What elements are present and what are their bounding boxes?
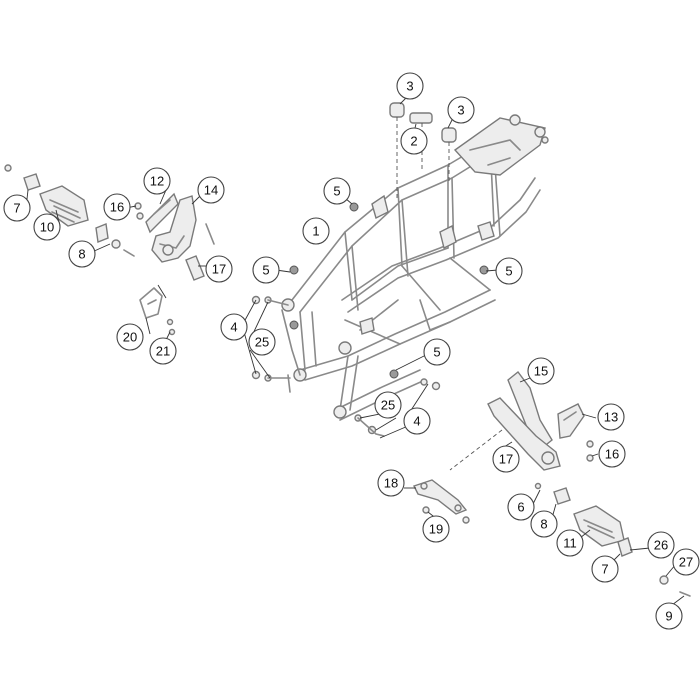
callout-25-left: 25: [248, 328, 276, 356]
callout-1: 1: [302, 217, 330, 245]
svg-text:19: 19: [429, 522, 443, 537]
svg-text:11: 11: [563, 536, 577, 551]
svg-text:15: 15: [534, 364, 548, 379]
callout-17-left: 17: [205, 255, 233, 283]
callout-26: 26: [647, 531, 675, 559]
callout-10: 10: [33, 213, 61, 241]
leader-lines: [25, 95, 685, 609]
svg-text:17: 17: [499, 452, 513, 467]
callout-19: 19: [422, 515, 450, 543]
callout-18: 18: [377, 469, 405, 497]
callout-8-right: 8: [530, 510, 558, 538]
callout-2: 2: [400, 127, 428, 155]
svg-text:2: 2: [410, 134, 417, 149]
svg-text:10: 10: [40, 220, 54, 235]
svg-text:7: 7: [13, 201, 20, 216]
right-footpeg-bracket: [449, 371, 594, 471]
callout-3-top-left: 3: [396, 72, 424, 100]
callout-25-bottom: 25: [374, 391, 402, 419]
callout-7-right: 7: [591, 555, 619, 583]
callout-11: 11: [556, 529, 584, 557]
callout-20: 20: [116, 323, 144, 351]
svg-text:18: 18: [384, 476, 398, 491]
callout-27: 27: [672, 548, 700, 576]
svg-text:26: 26: [654, 538, 668, 553]
callout-5-right: 5: [495, 257, 523, 285]
svg-text:5: 5: [505, 264, 512, 279]
callout-16-right: 16: [598, 440, 626, 468]
frame-nuts: [289, 202, 489, 379]
svg-text:17: 17: [212, 262, 226, 277]
svg-text:20: 20: [123, 330, 137, 345]
bushing-pair: [389, 102, 457, 200]
callout-13: 13: [597, 403, 625, 431]
svg-text:5: 5: [333, 184, 340, 199]
sensor-bracket: [139, 284, 176, 336]
callout-labels: 3 3 2 5 1 5 5 5: [3, 72, 700, 630]
svg-text:12: 12: [150, 174, 164, 189]
svg-text:21: 21: [156, 344, 170, 359]
svg-text:25: 25: [381, 398, 395, 413]
callout-8-left: 8: [68, 240, 96, 268]
right-footpeg-assembly: [534, 482, 691, 597]
callout-5-upper: 5: [323, 177, 351, 205]
svg-text:27: 27: [679, 555, 693, 570]
left-footpeg-bracket: [134, 192, 215, 281]
callout-3-top-right: 3: [447, 96, 475, 124]
svg-text:5: 5: [433, 345, 440, 360]
left-footpeg-assembly: [4, 164, 135, 257]
svg-text:25: 25: [255, 335, 269, 350]
callout-6: 6: [507, 493, 535, 521]
callout-5-left: 5: [252, 256, 280, 284]
callout-4-left: 4: [220, 313, 248, 341]
callout-9: 9: [655, 602, 683, 630]
svg-text:3: 3: [406, 79, 413, 94]
callout-21: 21: [149, 337, 177, 365]
callout-4-bottom: 4: [403, 407, 431, 435]
callout-5-lower: 5: [423, 338, 451, 366]
svg-text:8: 8: [540, 517, 547, 532]
svg-text:1: 1: [312, 224, 319, 239]
heel-guard: [413, 479, 470, 524]
svg-text:6: 6: [517, 500, 524, 515]
svg-text:4: 4: [230, 320, 237, 335]
callout-12: 12: [143, 167, 171, 195]
callout-16-left: 16: [103, 193, 131, 221]
callout-15: 15: [527, 357, 555, 385]
svg-text:9: 9: [665, 609, 672, 624]
callout-7-left: 7: [3, 194, 31, 222]
callout-14: 14: [197, 176, 225, 204]
svg-text:8: 8: [78, 247, 85, 262]
svg-text:16: 16: [110, 200, 124, 215]
main-frame: [281, 114, 549, 421]
svg-text:5: 5: [262, 263, 269, 278]
svg-text:4: 4: [413, 414, 420, 429]
svg-text:3: 3: [457, 103, 464, 118]
svg-text:7: 7: [601, 562, 608, 577]
svg-text:13: 13: [604, 410, 618, 425]
svg-text:16: 16: [605, 447, 619, 462]
svg-text:14: 14: [204, 183, 218, 198]
frame-bolts-left: [251, 295, 291, 382]
callout-17-right: 17: [492, 445, 520, 473]
